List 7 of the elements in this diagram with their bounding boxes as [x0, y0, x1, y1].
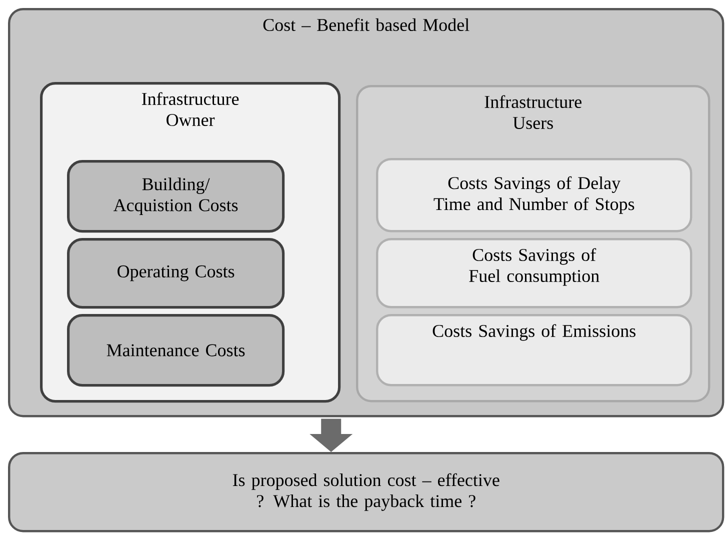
- cost-box: Maintenance Costs: [67, 314, 285, 387]
- savings-box: Costs Savings of Fuel consumption: [376, 238, 692, 308]
- savings-box: Costs Savings of Emissions: [376, 314, 692, 386]
- cost-box: Operating Costs: [67, 238, 285, 309]
- savings-box: Costs Savings of Delay Time and Number of Stops: [376, 158, 692, 232]
- question-box: Is proposed solution cost – effective ? What is the payback time ?: [8, 452, 724, 532]
- cost-box: Building/ Acquistion Costs: [67, 160, 285, 233]
